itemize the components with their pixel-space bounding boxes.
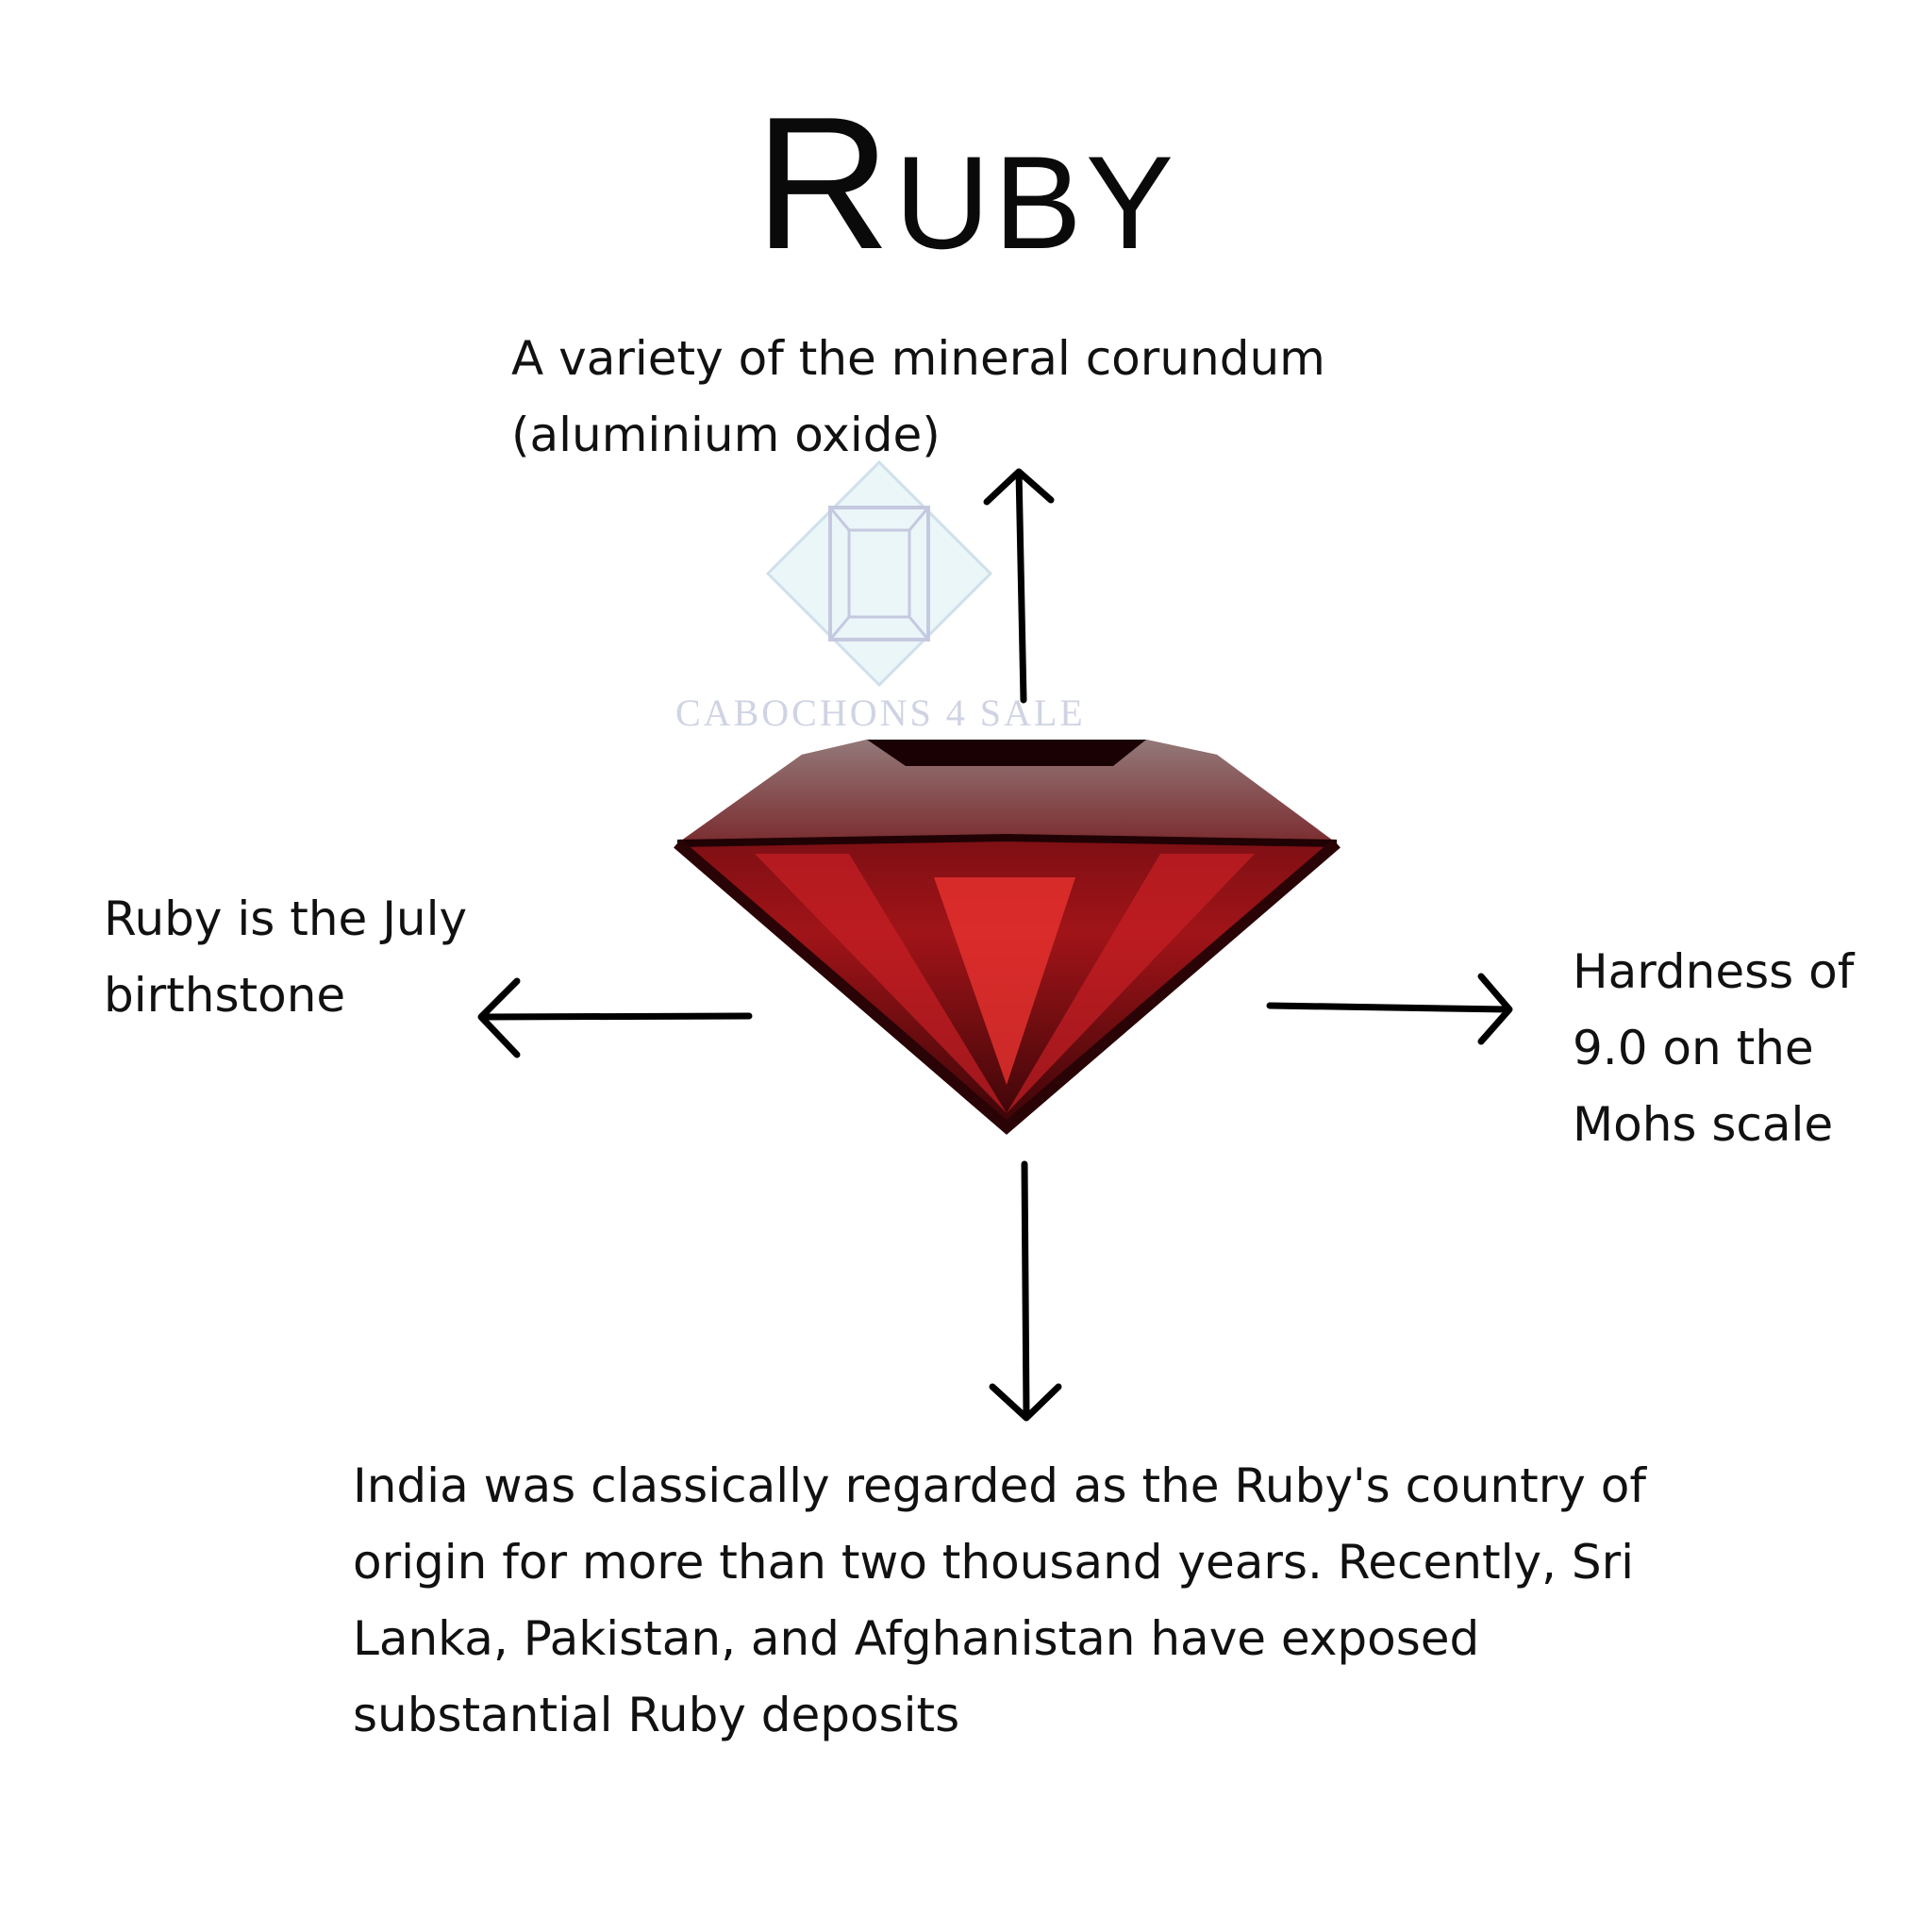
arrow-left-icon [477,977,753,1058]
fact-right: Hardness of 9.0 on the Mohs scale [1573,934,1854,1163]
fact-line: Hardness of [1573,944,1855,999]
fact-left: Ruby is the July birthstone [104,881,467,1034]
watermark-logo-icon [765,459,993,688]
page-title: Ruby [754,78,1178,289]
fact-line: Ruby is the July [104,891,468,946]
fact-bottom: India was classically regarded as the Ru… [353,1448,1646,1754]
fact-line: A variety of the mineral corundum [511,331,1325,386]
fact-top: A variety of the mineral corundum (alumi… [511,321,1325,474]
arrow-down-icon [989,1160,1062,1422]
ruby-gem-image [674,740,1341,1135]
fact-line: India was classically regarded as the Ru… [353,1458,1646,1513]
arrow-right-icon [1266,973,1513,1045]
watermark-text: CABOCHONS 4 SALE [675,691,1086,734]
fact-line: Lanka, Pakistan, and Afghanistan have ex… [353,1611,1480,1666]
arrow-up-icon [983,468,1055,704]
fact-line: birthstone [104,968,346,1023]
fact-line: origin for more than two thousand years.… [353,1535,1635,1590]
fact-line: substantial Ruby deposits [353,1688,960,1742]
fact-line: 9.0 on the [1573,1021,1814,1075]
fact-line: Mohs scale [1573,1097,1834,1152]
fact-line: (aluminium oxide) [511,408,941,462]
